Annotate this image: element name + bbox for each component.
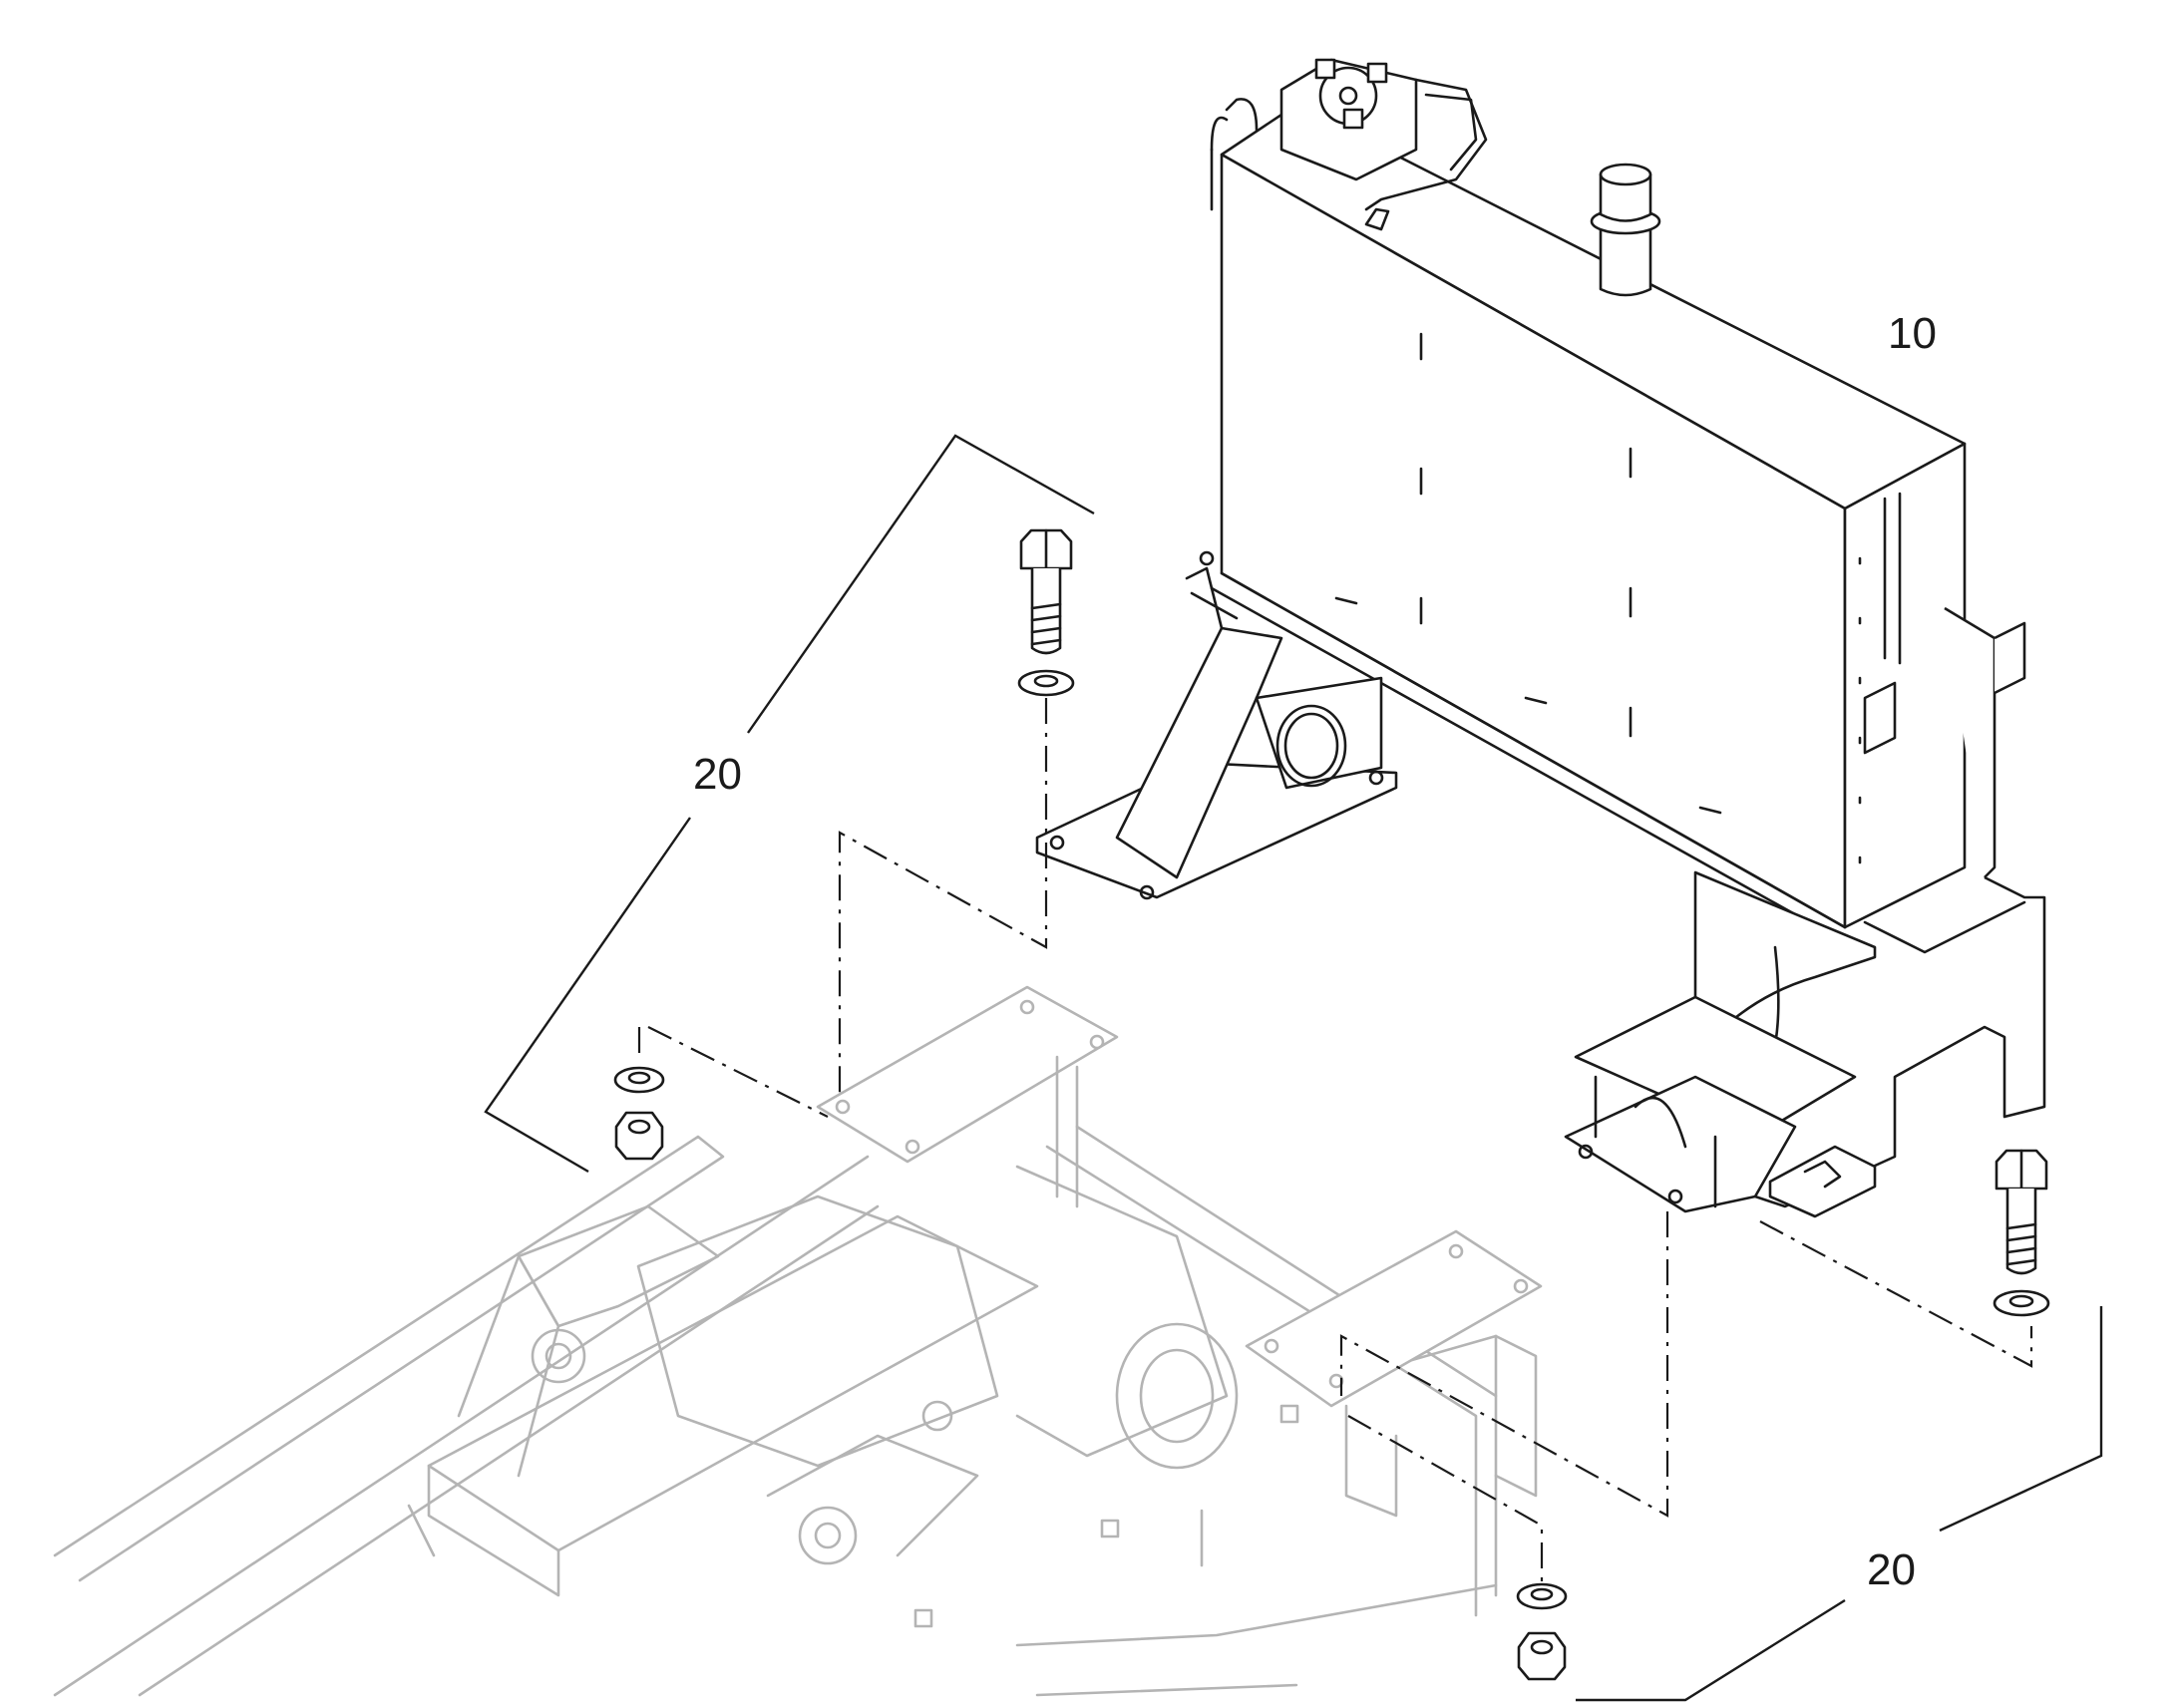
assembly-center-lines bbox=[637, 698, 2033, 1583]
left-nut bbox=[614, 1111, 664, 1161]
left-support-frame bbox=[1035, 550, 1398, 900]
left-washer-upper bbox=[1017, 669, 1075, 697]
callout-20-left: 20 bbox=[693, 750, 742, 799]
right-washer-lower bbox=[1516, 1582, 1568, 1610]
right-bolt bbox=[1995, 1149, 2048, 1275]
tank-assembly bbox=[1210, 58, 1967, 944]
right-support-frame bbox=[1564, 606, 2046, 1218]
right-nut bbox=[1517, 1631, 1567, 1681]
callout-leaders bbox=[484, 434, 2103, 1702]
callout-20-right: 20 bbox=[1867, 1545, 1916, 1594]
left-bolt bbox=[1019, 528, 1073, 655]
chassis-frame bbox=[53, 985, 1543, 1697]
right-washer-upper bbox=[1993, 1289, 2050, 1317]
left-washer-lower bbox=[613, 1066, 665, 1094]
callout-10: 10 bbox=[1888, 309, 1937, 358]
